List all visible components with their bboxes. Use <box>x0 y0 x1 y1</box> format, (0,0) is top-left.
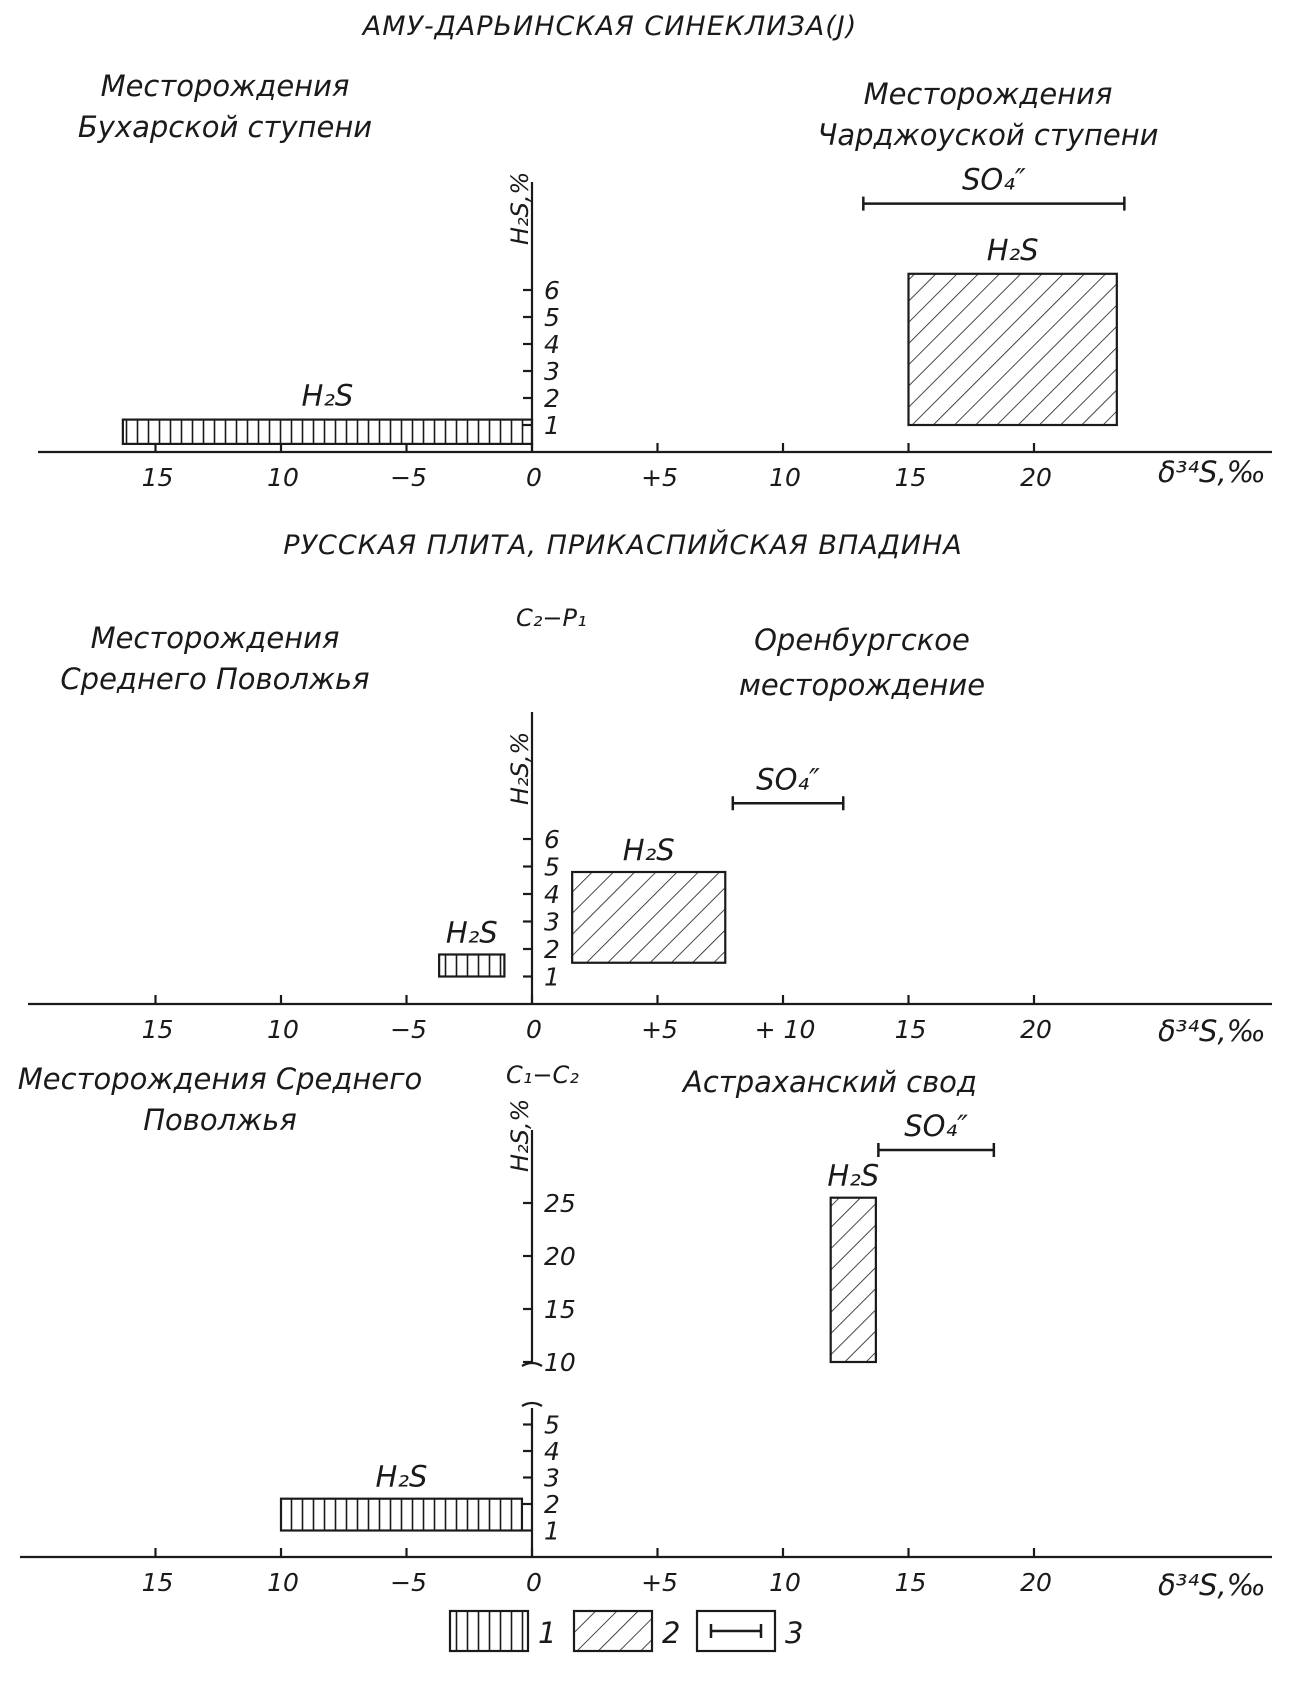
y-tick-label: 15 <box>544 1295 576 1324</box>
y-tick-label: 6 <box>544 825 560 854</box>
panel-2-group-label-right-line2: месторождение <box>739 668 985 702</box>
panel-1-title: АМУ-ДАРЬИНСКАЯ СИНЕКЛИЗА(J) <box>361 11 858 42</box>
x-tick-label: 0 <box>526 463 542 492</box>
y-tick-label: 20 <box>544 1242 576 1271</box>
y-tick-label: 1 <box>544 963 560 992</box>
panel-3-group-label-left-line2: Поволжья <box>143 1103 297 1137</box>
so4-range-label: SO₄″ <box>756 762 820 796</box>
x-tick-label: + 10 <box>755 1015 816 1044</box>
y-tick-label: 2 <box>544 384 560 413</box>
y-tick-label: 5 <box>544 303 560 332</box>
x-tick-label: 20 <box>1020 1015 1052 1044</box>
x-tick-label: 20 <box>1020 1568 1052 1597</box>
h2s-vertical-hatch-box <box>121 418 534 446</box>
legend-label: 2 <box>662 1616 680 1650</box>
panel-1-group-label-right-line1: Месторождения <box>864 77 1113 111</box>
y-tick-label: 2 <box>544 935 560 964</box>
panel-1-ylabel: H₂S,% <box>506 172 534 245</box>
panel-2-group-label-left-line1: Месторождения <box>91 621 340 655</box>
so4-range-label: SO₄″ <box>962 163 1026 197</box>
y-tick-label: 10 <box>544 1348 576 1377</box>
panel-2-group-label-left-line2: Среднего Поволжья <box>60 662 369 696</box>
y-tick-label: 4 <box>544 880 560 909</box>
y-tick-label: 3 <box>544 908 560 937</box>
y-tick-label: 3 <box>544 1464 560 1493</box>
panel-2-subtitle: C₂−P₁ <box>516 604 587 632</box>
y-axis-break-mark <box>521 1401 543 1407</box>
panel-3-group-label-right: Астраханский свод <box>681 1065 977 1099</box>
panel-astrakhan: C₁−C₂ Месторождения Среднего Поволжья Ас… <box>18 1061 1272 1602</box>
panel-3-xlabel: δ³⁴S,‰ <box>1158 1568 1266 1602</box>
x-tick-label: 10 <box>769 463 801 492</box>
x-tick-label: 15 <box>895 463 927 492</box>
h2s-box-label: H₂S <box>376 1460 428 1494</box>
y-tick-label: 2 <box>544 1490 560 1519</box>
h2s-vertical-hatch-box <box>279 1497 524 1532</box>
x-tick-label: −5 <box>390 1568 427 1597</box>
panel-3-ylabel: H₂S,% <box>506 1099 534 1172</box>
panel-2-group-label-right-line1: Оренбургское <box>754 623 970 657</box>
y-tick-label: 5 <box>544 1411 560 1440</box>
panel-3-marks: H₂S H₂S SO₄″ <box>279 1109 996 1532</box>
x-tick-label: 15 <box>142 1015 174 1044</box>
panel-amu-darya: АМУ-ДАРЬИНСКАЯ СИНЕКЛИЗА(J) Месторождени… <box>38 11 1272 492</box>
h2s-diagonal-hatch-box <box>907 272 1118 427</box>
x-tick-label: 15 <box>895 1015 927 1044</box>
x-tick-label: 10 <box>769 1568 801 1597</box>
x-tick-label: −5 <box>390 463 427 492</box>
panel-3-subtitle: C₁−C₂ <box>506 1061 579 1089</box>
panel-1-xlabel: δ³⁴S,‰ <box>1158 455 1266 489</box>
legend-swatch-vertical <box>448 1609 530 1653</box>
legend-label: 1 <box>538 1616 556 1650</box>
legend-label: 3 <box>785 1616 803 1650</box>
h2s-box-label: H₂S <box>827 1159 879 1193</box>
y-tick-label: 25 <box>544 1189 576 1218</box>
x-tick-label: +5 <box>641 463 678 492</box>
x-tick-label: 20 <box>1020 463 1052 492</box>
panel-russian-plate: РУССКАЯ ПЛИТА, ПРИКАСПИЙСКАЯ ВПАДИНА C₂−… <box>28 529 1272 1048</box>
x-tick-label: +5 <box>641 1015 678 1044</box>
panel-1-group-label-left-line1: Месторождения <box>101 69 350 103</box>
x-tick-label: 10 <box>267 1015 299 1044</box>
x-tick-label: 15 <box>142 1568 174 1597</box>
h2s-diagonal-hatch-box <box>829 1196 877 1364</box>
x-tick-label: 15 <box>142 463 174 492</box>
h2s-diagonal-hatch-box <box>571 870 727 964</box>
x-tick-label: 0 <box>526 1568 542 1597</box>
y-tick-label: 1 <box>544 411 560 440</box>
x-tick-label: 0 <box>526 1015 542 1044</box>
h2s-box-label: H₂S <box>446 916 498 950</box>
h2s-vertical-hatch-box <box>438 953 506 978</box>
y-axis-break-mark <box>521 1361 543 1367</box>
x-tick-label: 10 <box>267 463 299 492</box>
x-tick-label: −5 <box>390 1015 427 1044</box>
y-tick-label: 6 <box>544 276 560 305</box>
panel-1-group-label-left-line2: Бухарской ступени <box>78 110 372 144</box>
panel-2-ylabel: H₂S,% <box>506 732 534 805</box>
x-tick-label: 10 <box>267 1568 299 1597</box>
y-tick-label: 5 <box>544 853 560 882</box>
x-tick-label: +5 <box>641 1568 678 1597</box>
legend-swatch-diagonal <box>572 1609 654 1653</box>
h2s-box-label: H₂S <box>302 379 354 413</box>
panel-1-group-label-right-line2: Чарджоуской ступени <box>817 118 1158 152</box>
y-tick-label: 4 <box>544 330 560 359</box>
y-tick-label: 4 <box>544 1437 560 1466</box>
panel-2-title: РУССКАЯ ПЛИТА, ПРИКАСПИЙСКАЯ ВПАДИНА <box>283 529 963 561</box>
panel-3-group-label-left-line1: Месторождения Среднего <box>18 1062 422 1096</box>
legend: 1 2 3 <box>448 1609 803 1653</box>
h2s-box-label: H₂S <box>987 233 1039 267</box>
so4-range-label: SO₄″ <box>904 1109 968 1143</box>
panel-2-xlabel: δ³⁴S,‰ <box>1158 1014 1266 1048</box>
x-tick-label: 15 <box>895 1568 927 1597</box>
h2s-box-label: H₂S <box>623 833 675 867</box>
y-tick-label: 1 <box>544 1517 560 1546</box>
panel-1-marks: H₂S H₂S SO₄″ <box>121 163 1126 446</box>
y-tick-label: 3 <box>544 357 560 386</box>
panel-2-marks: H₂S H₂S SO₄″ <box>438 762 845 978</box>
